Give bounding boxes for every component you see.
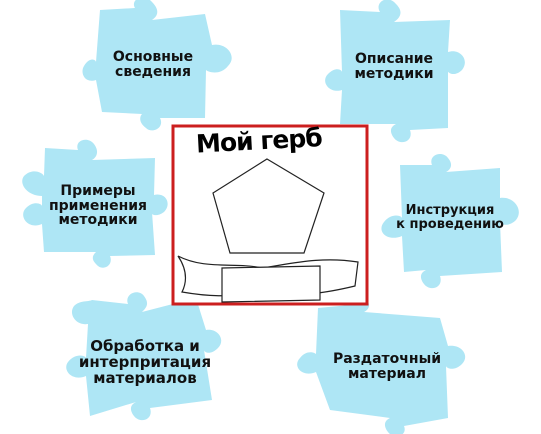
- pentagon-icon: [212, 158, 325, 254]
- puzzle-piece-processing[interactable]: [66, 292, 222, 421]
- puzzle-piece-method-description[interactable]: [325, 0, 465, 143]
- puzzle-piece-examples[interactable]: [22, 139, 168, 268]
- puzzle-piece-handout[interactable]: [297, 293, 466, 434]
- ribbon-banner-icon: [176, 254, 359, 303]
- puzzle-piece-basic-info[interactable]: [82, 0, 232, 131]
- puzzle-piece-instructions[interactable]: [381, 154, 519, 289]
